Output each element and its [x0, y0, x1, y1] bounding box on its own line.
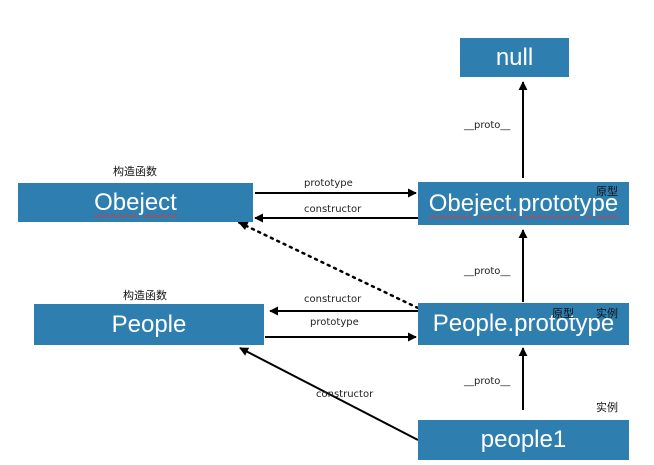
arrow-people1-constructor [239, 347, 419, 441]
node-people1: people1 [418, 420, 629, 460]
node-people1-label: people1 [480, 426, 567, 453]
node-null-label: null [495, 43, 534, 71]
label-constructor-object: constructor [304, 204, 362, 215]
label-prototype-people: prototype [310, 317, 359, 328]
label-yuanxing-people-proto: 原型 [552, 307, 574, 320]
node-object-constructor-label: Obeject [94, 188, 177, 216]
node-object-constructor: Obeject [18, 183, 253, 222]
label-shili-people1: 实例 [596, 401, 618, 414]
arrow-dotted-peopleproto-to-object [236, 220, 420, 310]
label-shili-people-proto: 实例 [596, 307, 618, 320]
label-constructor-instance: constructor [316, 389, 374, 400]
arrowhead-dotted [238, 221, 249, 230]
node-null: null [460, 38, 569, 77]
label-proto-bottom: __proto__ [464, 376, 511, 387]
node-people-constructor-label: People [111, 310, 187, 338]
label-constructor-people: constructor [304, 294, 362, 305]
node-people-prototype-label: People.prototype [432, 310, 615, 337]
label-prototype-object: prototype [304, 178, 353, 189]
label-proto-mid: __proto__ [464, 266, 511, 277]
node-object-prototype: Obeject.prototype [418, 182, 629, 225]
label-proto-top: __proto__ [464, 120, 511, 131]
node-people-prototype: People.prototype [418, 303, 629, 345]
label-yuanxing-object-proto: 原型 [596, 185, 618, 198]
label-ctor-fn-object: 构造函数 [113, 165, 157, 178]
node-object-prototype-label: Obeject.prototype [428, 189, 619, 217]
label-ctor-fn-people: 构造函数 [123, 289, 167, 302]
node-people-constructor: People [34, 304, 264, 345]
